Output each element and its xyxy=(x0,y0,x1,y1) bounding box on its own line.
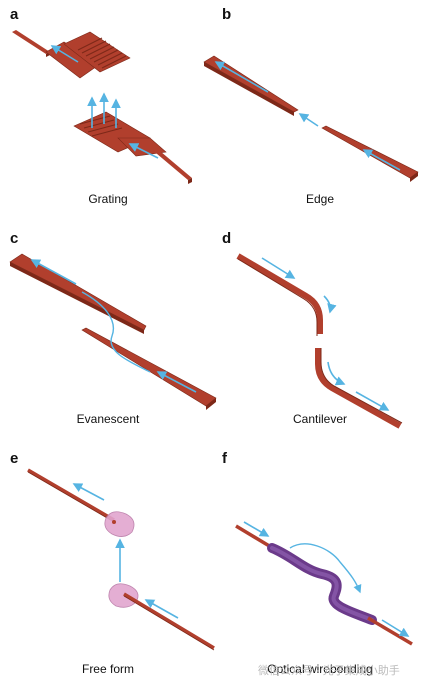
grating-bottom-teeth xyxy=(79,115,123,137)
freeform-lower-light-arrow xyxy=(144,599,179,619)
cantilever-light-arrow-2 xyxy=(323,295,337,314)
panel-letter-b: b xyxy=(222,6,232,23)
cantilever-light-arrow-4 xyxy=(355,391,390,411)
evanescent-top-waveguide xyxy=(9,253,147,331)
freeform-coupler-diagram xyxy=(27,468,215,651)
wirebond-right-waveguide xyxy=(367,616,413,646)
grating-coupler-diagram xyxy=(12,30,192,184)
wirebond-light-path xyxy=(289,543,362,594)
panel-letter-d: d xyxy=(222,230,232,247)
wirebond-left-light-arrow xyxy=(243,521,270,537)
grating-bottom-light-arrow xyxy=(128,143,159,159)
edge-right-waveguide xyxy=(321,125,419,179)
evanescent-coupler-diagram xyxy=(9,253,217,410)
cantilever-upper-waveguide xyxy=(236,253,323,334)
freeform-lower-waveguide xyxy=(123,592,215,650)
edge-left-waveguide xyxy=(203,55,299,113)
grating-bottom-waveguide xyxy=(150,146,192,180)
freeform-upper-lens xyxy=(104,511,135,537)
evanescent-coupling-wave xyxy=(81,291,151,373)
watermark: 微信公众号 · 光子集成小助手 xyxy=(258,665,400,677)
panel-letter-a: a xyxy=(10,6,19,23)
caption-edge: Edge xyxy=(305,192,335,206)
panel-letter-c: c xyxy=(10,230,19,247)
cantilever-lower-waveguide xyxy=(315,348,402,429)
edge-left-light-arrow xyxy=(214,61,269,93)
caption-grating: Grating xyxy=(88,192,128,206)
caption-cantilever: Cantilever xyxy=(292,412,348,426)
panel-letter-e: e xyxy=(10,450,19,467)
evanescent-bottom-light-arrow xyxy=(156,371,197,393)
panel-letter-f: f xyxy=(222,450,227,467)
caption-free-form: Free form xyxy=(81,662,134,676)
grating-top-light-arrow xyxy=(50,45,79,63)
cantilever-light-arrow-3 xyxy=(327,361,346,386)
evanescent-bottom-waveguide xyxy=(81,327,217,407)
freeform-upper-light-arrow xyxy=(72,483,105,501)
caption-evanescent: Evanescent xyxy=(76,412,140,426)
cantilever-coupler-diagram xyxy=(236,253,403,429)
freeform-upper-waveguide xyxy=(27,468,115,522)
wirebonding-coupler-diagram xyxy=(235,521,413,646)
edge-gap-arrow xyxy=(298,113,319,127)
grating-top-teeth xyxy=(77,37,127,69)
grating-top-waveguide xyxy=(12,30,50,54)
caption-optical-wirebonding: Optical wirebonding xyxy=(267,662,373,676)
edge-right-light-arrow xyxy=(362,149,401,171)
edge-coupler-diagram xyxy=(203,55,419,182)
evanescent-top-light-arrow xyxy=(30,259,77,285)
cantilever-light-arrow-1 xyxy=(261,257,296,279)
wirebond-right-light-arrow xyxy=(381,619,410,637)
